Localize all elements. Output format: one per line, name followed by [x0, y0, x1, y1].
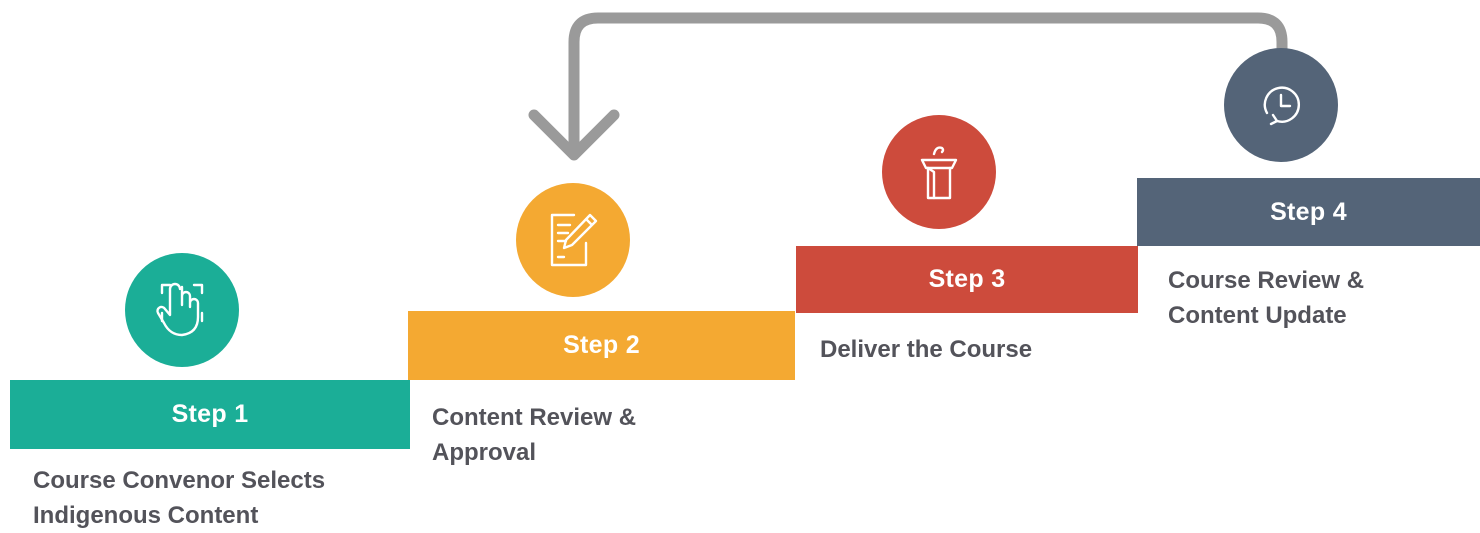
step-2-icon-circle — [516, 183, 630, 297]
step-2-bar: Step 2 — [408, 311, 795, 380]
step-4-icon-circle — [1224, 48, 1338, 162]
step-1-label: Step 1 — [171, 400, 249, 428]
step-4-label: Step 4 — [1270, 197, 1347, 226]
hand-tap-icon — [156, 282, 204, 337]
step-3-bar: Step 3 — [796, 246, 1138, 313]
step-1-bar: Step 1 — [10, 380, 410, 449]
step-1-icon-circle — [125, 253, 239, 367]
step-3-description: Deliver the Course — [820, 336, 1033, 363]
step-3-label: Step 3 — [928, 265, 1006, 293]
document-pen-icon — [550, 213, 598, 267]
step-3-icon-circle — [882, 115, 996, 229]
lectern-icon — [920, 146, 958, 200]
step-1-description: Course Convenor Selects Indigenous Conte… — [33, 467, 326, 529]
step-2-description: Content Review & Approval — [432, 404, 637, 466]
step-4-bar: Step 4 — [1137, 178, 1480, 246]
step-2-label: Step 2 — [563, 331, 640, 359]
clock-refresh-icon — [1263, 86, 1300, 126]
step-4-description: Course Review & Content Update — [1168, 267, 1365, 329]
